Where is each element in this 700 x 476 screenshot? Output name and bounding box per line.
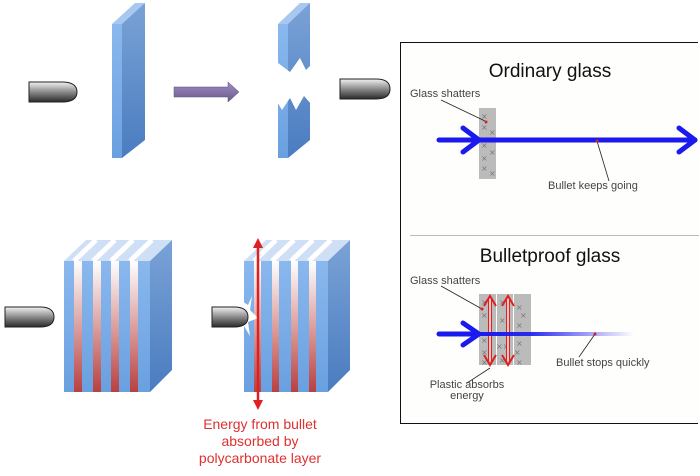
laminated-glass-block bbox=[64, 238, 172, 392]
ordinary-glass-title: Ordinary glass bbox=[488, 61, 612, 82]
ordinary-shatter-label: Glass shatters bbox=[410, 88, 481, 100]
ordinary-bullet-pointer bbox=[596, 140, 610, 182]
bulletproof-glass-layers: ×××× ××× ×××× ××× ×× bbox=[479, 294, 531, 367]
laminated-glass-block-impact bbox=[240, 238, 350, 392]
svg-text:×: × bbox=[489, 148, 496, 157]
energy-caption: Energy from bullet absorbed by polycarbo… bbox=[150, 416, 370, 467]
svg-text:×: × bbox=[481, 358, 488, 367]
svg-text:×: × bbox=[499, 356, 506, 365]
illustration-svg bbox=[4, 3, 391, 410]
svg-text:×: × bbox=[516, 303, 523, 312]
bulletproof-shatter-pointer bbox=[440, 285, 483, 310]
svg-text:×: × bbox=[481, 298, 488, 307]
section-divider bbox=[410, 235, 699, 236]
bulletproof-glass-title: Bulletproof glass bbox=[479, 246, 621, 267]
bullet-3 bbox=[4, 306, 55, 328]
svg-text:×: × bbox=[514, 348, 521, 357]
caption-line-1: Energy from bullet bbox=[203, 416, 317, 432]
bulletproof-bullet-path bbox=[436, 320, 634, 348]
svg-text:×: × bbox=[499, 298, 506, 307]
left-illustration: Energy from bullet absorbed by polycarbo… bbox=[4, 3, 391, 467]
plastic-pointer bbox=[466, 367, 491, 384]
svg-text:×: × bbox=[481, 348, 488, 357]
bulletproof-bullet-label: Bullet stops quickly bbox=[556, 357, 650, 369]
svg-text:×: × bbox=[520, 311, 527, 320]
plastic-energy-arrows bbox=[483, 294, 515, 367]
svg-text:×: × bbox=[481, 123, 488, 132]
glass-pane-shattered bbox=[270, 3, 314, 158]
bullet-4 bbox=[211, 306, 249, 328]
svg-text:×: × bbox=[516, 358, 523, 367]
caption-line-3: polycarbonate layer bbox=[198, 450, 322, 466]
energy-absorption-arrow bbox=[253, 238, 263, 410]
svg-text:×: × bbox=[516, 339, 523, 348]
glass-pane-intact bbox=[112, 3, 145, 158]
ordinary-glass-pane: × ×× ×× × ×× bbox=[479, 108, 496, 179]
bulletproof-bullet-pointer bbox=[578, 333, 596, 358]
plastic-label-line-2: energy bbox=[450, 390, 484, 402]
ordinary-bullet-path-arrow bbox=[436, 125, 698, 155]
panel-diagram-svg: × ×× ×× × ×× ×××× ××× ×××× ××× ×× bbox=[436, 99, 698, 384]
svg-text:×: × bbox=[481, 311, 488, 320]
transition-arrow bbox=[173, 81, 240, 103]
plastic-label-line-1: Plastic absorbs bbox=[429, 379, 505, 391]
plastic-absorbs-label: Plastic absorbs energy bbox=[422, 380, 512, 402]
bullet-1 bbox=[28, 81, 78, 103]
svg-text:×: × bbox=[481, 336, 488, 345]
svg-text:×: × bbox=[516, 321, 523, 330]
ordinary-bullet-label: Bullet keeps going bbox=[548, 180, 638, 192]
bulletproof-shatter-label: Glass shatters bbox=[410, 275, 481, 287]
bullet-2 bbox=[339, 78, 391, 100]
bulletproof-shatter-point bbox=[480, 307, 484, 311]
svg-text:×: × bbox=[499, 316, 506, 325]
bulletproof-stop-point bbox=[593, 332, 597, 336]
shatter-point bbox=[484, 120, 488, 124]
svg-text:×: × bbox=[481, 141, 488, 150]
bullet-point bbox=[595, 139, 599, 143]
comparison-panel: Ordinary glass Glass shatters Bullet kee… bbox=[400, 42, 699, 424]
svg-text:×: × bbox=[489, 128, 496, 137]
svg-text:×: × bbox=[481, 164, 488, 173]
svg-text:×: × bbox=[481, 112, 488, 121]
ordinary-shatter-pointer bbox=[440, 99, 486, 122]
caption-line-2: absorbed by bbox=[221, 433, 299, 449]
svg-text:××: ×× bbox=[496, 342, 509, 351]
svg-text:×: × bbox=[489, 169, 496, 178]
svg-text:×: × bbox=[481, 154, 488, 163]
